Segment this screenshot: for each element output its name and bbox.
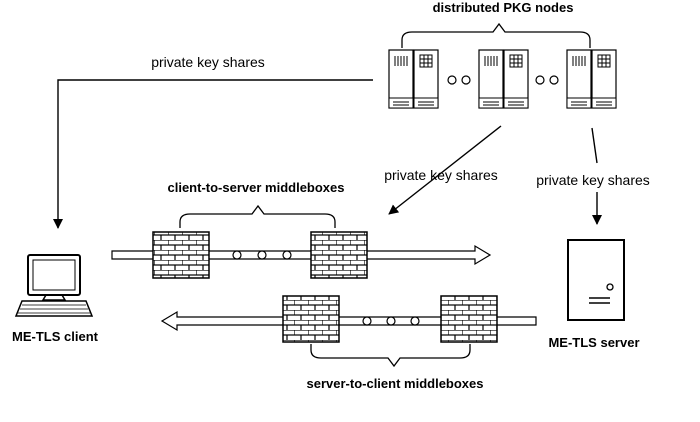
s2c-group-label: server-to-client middleboxes (307, 376, 484, 391)
ellipsis-dot (461, 75, 471, 85)
key-share-line-server (591, 127, 598, 164)
ellipsis-dot (410, 316, 420, 326)
c2s-group-brace (179, 204, 336, 228)
key-share-arrow-middlebox (388, 125, 502, 215)
ellipsis-dot (362, 316, 372, 326)
ellipsis-dot (386, 316, 396, 326)
client-computer-icon (14, 254, 94, 317)
ellipsis-dot (257, 250, 267, 260)
c2s-middlebox-1-icon (152, 231, 210, 279)
c2s-middlebox-2-icon (310, 231, 368, 279)
pkg-node-1-icon (388, 49, 439, 109)
ellipsis-dot (549, 75, 559, 85)
key-shares-label-server: private key shares (536, 172, 650, 188)
server-tower-icon (567, 239, 625, 321)
title: distributed PKG nodes (433, 0, 574, 15)
pkg-group-brace (401, 22, 591, 48)
c2s-group-label: client-to-server middleboxes (168, 180, 345, 195)
key-shares-label-middlebox: private key shares (384, 167, 498, 183)
pkg-node-2-icon (478, 49, 529, 109)
ellipsis-dot (535, 75, 545, 85)
pkg-node-3-icon (566, 49, 617, 109)
key-share-arrow-client (53, 79, 373, 229)
server-label: ME-TLS server (548, 335, 639, 350)
ellipsis-dot (232, 250, 242, 260)
ellipsis-dot (447, 75, 457, 85)
client-label: ME-TLS client (12, 329, 99, 344)
s2c-group-brace (310, 344, 471, 368)
key-shares-label-client: private key shares (151, 54, 265, 70)
s2c-middlebox-2-icon (440, 295, 498, 343)
s2c-middlebox-1-icon (282, 295, 340, 343)
ellipsis-dot (282, 250, 292, 260)
